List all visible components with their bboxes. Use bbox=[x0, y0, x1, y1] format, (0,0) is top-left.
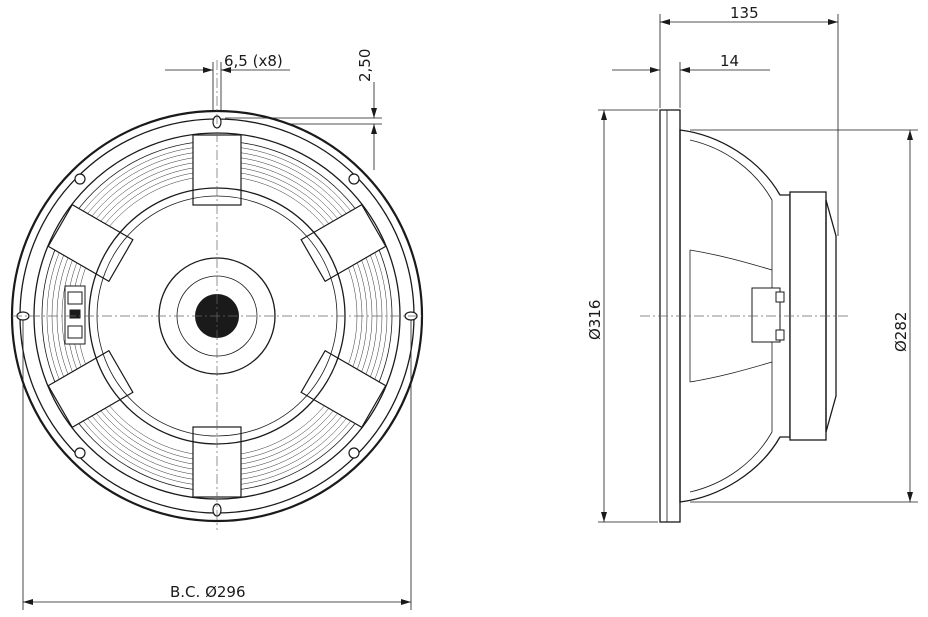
dim-overall-depth: 135 bbox=[659, 4, 839, 236]
dim-bolt-circle: B.C. Ø296 bbox=[22, 320, 412, 610]
dim-label-overall-depth: 135 bbox=[730, 4, 759, 22]
magnet-cap bbox=[825, 199, 837, 433]
dim-flange-depth: 14 bbox=[612, 52, 770, 108]
dim-outer-diameter: Ø316 bbox=[586, 109, 658, 523]
dim-flange-top: 2,50 bbox=[225, 49, 382, 170]
side-terminal bbox=[751, 287, 785, 343]
side-view bbox=[640, 109, 850, 523]
dim-label-bolt-circle: B.C. Ø296 bbox=[170, 583, 246, 601]
dim-label-flange-depth: 14 bbox=[720, 52, 739, 70]
bolt-slots bbox=[16, 115, 418, 517]
dim-slot-width: 6,5 (x8) bbox=[165, 52, 290, 110]
dim-label-flange-top: 2,50 bbox=[356, 49, 374, 82]
dim-label-slot-width: 6,5 (x8) bbox=[224, 52, 283, 70]
dim-label-outer-diameter: Ø316 bbox=[586, 300, 604, 340]
terminal-block bbox=[64, 285, 86, 345]
dim-label-magnet-diameter: Ø282 bbox=[892, 312, 910, 352]
dim-magnet-diameter: Ø282 bbox=[690, 129, 918, 503]
front-view bbox=[10, 60, 424, 530]
